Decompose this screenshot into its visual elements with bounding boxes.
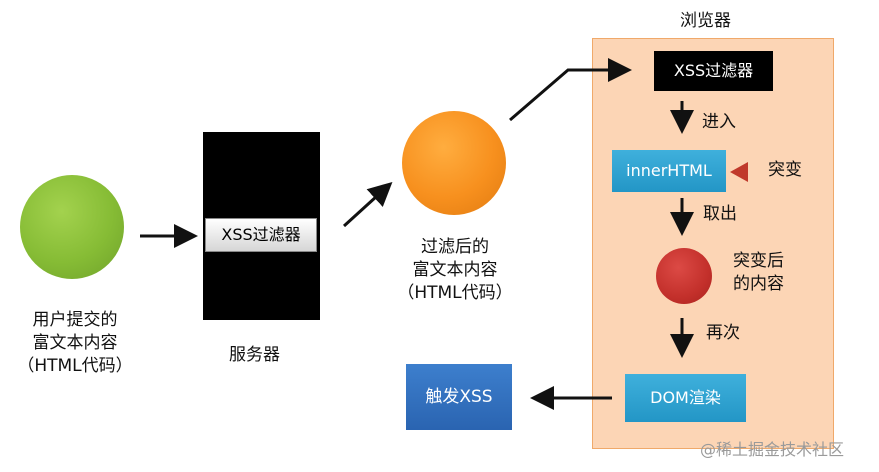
browser-xss-filter: XSS过滤器: [654, 51, 773, 91]
dom-render-node: DOM渲染: [625, 374, 746, 422]
mutated-content-line-1: 突变后: [733, 251, 784, 271]
mutation-label: 突变: [768, 160, 802, 180]
user-submission-line-1: 用户提交的: [32, 310, 118, 330]
user-submission-node: [20, 175, 124, 279]
step-extract-label: 取出: [703, 204, 737, 224]
trigger-xss-node: 触发XSS: [406, 364, 512, 430]
server-label: 服务器: [229, 345, 280, 365]
filtered-content-line-1: 过滤后的: [421, 237, 489, 257]
step-enter-label: 进入: [702, 112, 736, 132]
mutation-marker-icon: [730, 162, 748, 182]
filtered-content-line-2: 富文本内容: [412, 260, 498, 280]
filtered-content-node: [402, 111, 506, 215]
server-xss-filter: XSS过滤器: [205, 218, 317, 252]
user-submission-label: 用户提交的 富文本内容 （HTML代码）: [4, 309, 146, 378]
user-submission-line-3: （HTML代码）: [17, 356, 133, 376]
step-again-label: 再次: [706, 323, 740, 343]
arrow-filtered-to-browser: [509, 58, 632, 122]
watermark: @稀土掘金技术社区: [700, 440, 845, 459]
user-submission-line-2: 富文本内容: [32, 333, 118, 353]
filtered-content-label: 过滤后的 富文本内容 （HTML代码）: [382, 236, 528, 305]
filtered-content-line-3: （HTML代码）: [397, 283, 513, 303]
innerhtml-node: innerHTML: [612, 150, 726, 192]
browser-title: 浏览器: [680, 11, 731, 31]
arrow-server-to-filtered: [342, 181, 393, 228]
mutated-content-label: 突变后 的内容: [733, 250, 784, 296]
mutated-content-node: [656, 248, 712, 304]
mutated-content-line-2: 的内容: [733, 274, 784, 294]
